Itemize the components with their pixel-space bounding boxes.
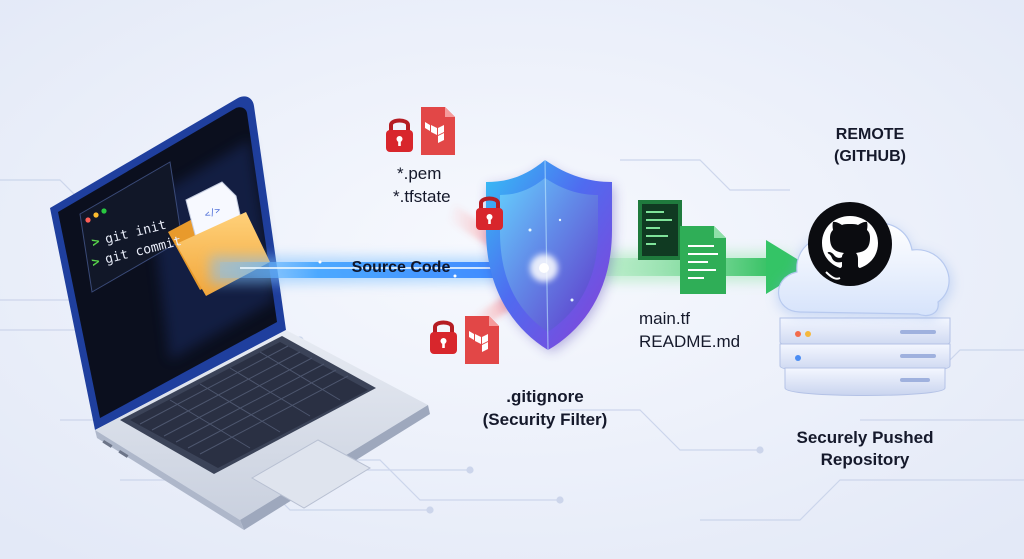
terraform-file-icon <box>421 107 455 155</box>
padlock-icon <box>430 320 457 354</box>
arrow-head-icon <box>766 240 810 294</box>
blocked-file-pem: *.pem <box>397 164 442 183</box>
blocked-file-tfstate: *.tfstate <box>393 187 451 206</box>
allowed-file-readme: README.md <box>639 332 741 351</box>
server-stack-icon <box>779 317 951 396</box>
source-code-label: Source Code <box>351 259 451 276</box>
trackpad <box>250 439 372 509</box>
filter-name: .gitignore <box>506 387 584 406</box>
remote-title-line1: REMOTE <box>835 126 905 143</box>
allowed-file-main-tf: main.tf <box>639 309 691 328</box>
shield-icon <box>486 159 614 352</box>
remote-caption-line2: Repository <box>820 450 910 469</box>
remote-caption-line1: Securely Pushed <box>796 428 934 447</box>
filter-caption: (Security Filter) <box>482 410 608 429</box>
github-octocat-icon <box>808 202 892 286</box>
terraform-file-icon <box>465 316 499 364</box>
padlock-icon <box>386 118 413 152</box>
code-file-icon <box>680 226 726 294</box>
remote-title-line2: (GITHUB) <box>834 148 906 165</box>
padlock-icon <box>476 196 503 230</box>
code-file-icon <box>638 200 682 260</box>
source-code-beam <box>210 256 545 284</box>
